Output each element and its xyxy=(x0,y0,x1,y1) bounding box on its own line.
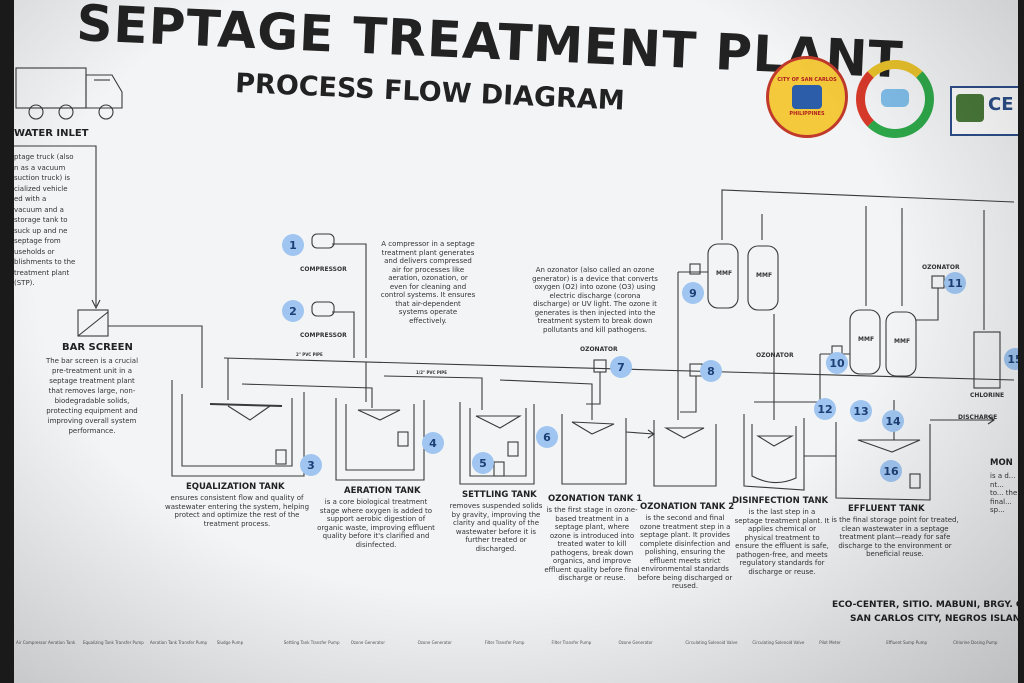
mmf-2-label: MMF xyxy=(756,272,773,279)
badge-3: 3 xyxy=(300,454,322,476)
badge-9: 9 xyxy=(682,282,704,304)
legend-item: Circulating Solenoid Valve xyxy=(752,640,805,645)
legend-item: Filter Transfer Pump xyxy=(484,640,525,645)
chlorine-label: CHLORINE xyxy=(970,392,1005,399)
settling-tank-text: removes suspended solids by gravity, imp… xyxy=(449,502,543,553)
compressor-2-label: COMPRESSOR xyxy=(300,332,347,339)
legend-item: Pilot Meter xyxy=(819,640,841,645)
badge-13: 13 xyxy=(850,400,872,422)
badge-7: 7 xyxy=(610,356,632,378)
presentation-screen: SEPTAGE TREATMENT PLANT PROCESS FLOW DIA… xyxy=(14,0,1018,683)
ozonator-11-label: OZONATOR xyxy=(922,264,960,271)
badge-12: 12 xyxy=(814,398,836,420)
compressor-1-label: COMPRESSOR xyxy=(300,266,347,273)
effluent-tank-text: is the final storage point for treated, … xyxy=(831,516,959,558)
water-inlet-heading: WATER INLET xyxy=(14,128,89,139)
mmf-3-label: MMF xyxy=(858,336,875,343)
location-line-1: ECO-CENTER, SITIO. MABUNI, BRGY. GUA xyxy=(832,600,1018,610)
equipment-legend: Air Compressor Aeration Tank Equalizing … xyxy=(14,638,1018,683)
aeration-tank-text: is a core biological treatment stage whe… xyxy=(317,498,435,549)
badge-1: 1 xyxy=(282,234,304,256)
city-seal-text: CITY OF SAN CARLOS xyxy=(777,77,837,83)
legend-item: Settling Tank Transfer Pump xyxy=(283,640,340,645)
location-line-2: SAN CARLOS CITY, NEGROS ISLAND xyxy=(850,614,1018,624)
equalization-tank-label: EQUALIZATION TANK xyxy=(186,482,285,492)
eco-cycle-logo xyxy=(856,60,934,138)
bar-screen-heading: BAR SCREEN xyxy=(62,342,133,353)
aeration-tank-label: AERATION TANK xyxy=(344,486,421,496)
bar-screen-text: The bar screen is a crucial pre-treatmen… xyxy=(45,357,139,435)
badge-4: 4 xyxy=(422,432,444,454)
pipe-size-label-1: 2" PVC PIPE xyxy=(296,352,323,357)
eco-cycle-center-icon xyxy=(881,89,909,107)
city-seal-emblem xyxy=(792,85,822,109)
badge-16: 16 xyxy=(880,460,902,482)
legend-item: Circulating Solenoid Valve xyxy=(685,640,738,645)
ozonation-tank-1-label: OZONATION TANK 1 xyxy=(548,494,643,504)
pipe-size-label-2: 1/2" PVC PIPE xyxy=(416,370,447,375)
ce-logo-emblem xyxy=(956,94,984,122)
legend-item: Aeration Tank Transfer Pump xyxy=(149,640,208,645)
ozonation-tank-2-label: OZONATION TANK 2 xyxy=(640,502,735,512)
badge-11: 11 xyxy=(944,272,966,294)
badge-15: 15 xyxy=(1004,348,1018,370)
legend-item: Ozone Generator xyxy=(618,640,653,645)
badge-14: 14 xyxy=(882,410,904,432)
legend-item: Chlorine Dosing Pump xyxy=(953,640,998,645)
process-diagram-lines xyxy=(14,67,1015,501)
effluent-tank-label: EFFLUENT TANK xyxy=(848,504,925,514)
ozonator-center-label: OZONATOR xyxy=(756,352,794,359)
badge-6: 6 xyxy=(536,426,558,448)
badge-8: 8 xyxy=(700,360,722,382)
badge-2: 2 xyxy=(282,300,304,322)
legend-item: Ozone Generator xyxy=(350,640,385,645)
legend-item: Equalizing Tank Transfer Pump xyxy=(82,640,144,645)
legend-item: Filter Transfer Pump xyxy=(551,640,592,645)
ce-logo: CE xyxy=(950,86,1018,136)
equalization-tank-text: ensures consistent flow and quality of w… xyxy=(164,494,310,528)
city-seal-logo: CITY OF SAN CARLOS PHILIPPINES xyxy=(766,56,848,138)
compressor-description: A compressor in a septage treatment plan… xyxy=(380,240,476,325)
ozonation-tank-1-text: is the first stage in ozone-based treatm… xyxy=(544,506,640,582)
monitoring-text-partial: is a d... nt... to... the final... sp... xyxy=(990,472,1018,514)
monitoring-heading-partial: MON xyxy=(990,458,1013,468)
disinfection-tank-text: is the last step in a septage treatment … xyxy=(734,508,830,576)
mmf-1-label: MMF xyxy=(716,270,733,277)
legend-item: Effluent Sump Pump xyxy=(886,640,928,645)
ozonator-description: An ozonator (also called an ozone genera… xyxy=(532,266,658,334)
mmf-4-label: MMF xyxy=(894,338,911,345)
water-inlet-text: ptage truck (also n as a vacuum suction … xyxy=(14,153,76,287)
badge-5: 5 xyxy=(472,452,494,474)
disinfection-tank-label: DISINFECTION TANK xyxy=(732,496,829,506)
ozonator-7-label: OZONATOR xyxy=(580,346,618,353)
ozonation-tank-2-text: is the second and final ozone treatment … xyxy=(637,514,733,590)
legend-item: Air Compressor Aeration Tank xyxy=(16,640,76,645)
city-seal-subtext: PHILIPPINES xyxy=(789,111,825,117)
ce-logo-text: CE xyxy=(988,94,1014,115)
discharge-label: DISCHARGE xyxy=(958,414,998,421)
settling-tank-label: SETTLING TANK xyxy=(462,490,537,500)
septage-truck-icon xyxy=(15,67,123,120)
badge-10: 10 xyxy=(826,352,848,374)
legend-item: Ozone Generator xyxy=(417,640,452,645)
legend-item: Sludge Pump xyxy=(216,640,244,645)
